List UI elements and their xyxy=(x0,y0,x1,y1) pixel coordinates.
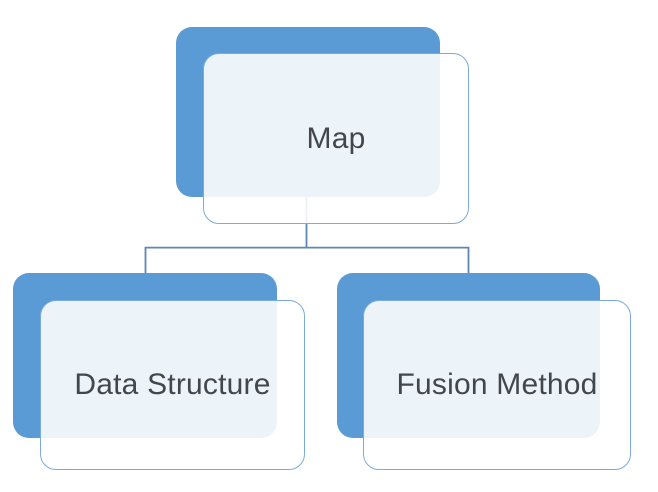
node-fusion-method-label: Fusion Method xyxy=(396,368,598,401)
node-map-panel: Map xyxy=(203,53,469,224)
node-fusion-method-panel: Fusion Method xyxy=(363,300,631,470)
node-map-label: Map xyxy=(306,121,366,155)
node-data-structure-panel: Data Structure xyxy=(40,300,305,470)
node-data-structure-label: Data Structure xyxy=(74,368,271,401)
connector-elbow xyxy=(144,246,470,284)
